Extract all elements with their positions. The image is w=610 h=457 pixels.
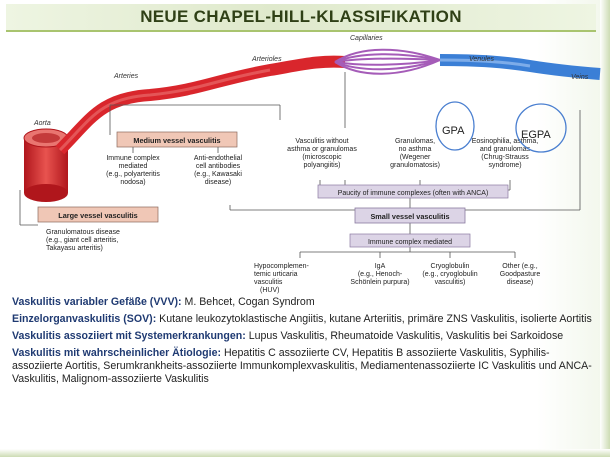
- svg-text:Immune complex: Immune complex: [106, 155, 160, 162]
- svg-text:temic urticaria: temic urticaria: [254, 271, 298, 278]
- note-sov: Einzelorganvaskulitis (SOV): Kutane leuk…: [12, 313, 592, 325]
- notes-list: Vaskulitis variabler Gefäße (VVV): M. Be…: [12, 296, 592, 390]
- svg-text:(HUV): (HUV): [260, 287, 279, 294]
- immune-item-cryoglobulin: Cryoglobulin (e.g., cryoglobulin vasculi…: [422, 263, 477, 286]
- immune-complex-box: [349, 233, 471, 248]
- paucity-label: Paucity of immune complexes (often with …: [338, 190, 489, 197]
- svg-text:vasculitis): vasculitis): [435, 279, 466, 286]
- small-vessel-box: [354, 207, 466, 224]
- aorta-label: Aorta: [33, 120, 51, 127]
- svg-text:no asthma: no asthma: [399, 146, 432, 153]
- svg-text:(e.g., cryoglobulin: (e.g., cryoglobulin: [422, 271, 477, 278]
- large-vessel-bracket: [19, 190, 38, 226]
- svg-text:Hypocomplemen-: Hypocomplemen-: [254, 263, 310, 270]
- medium-connectors: [132, 147, 219, 153]
- svg-text:(Wegener: (Wegener: [400, 154, 431, 161]
- slide-edge-decoration-bottom: [0, 449, 610, 457]
- medium-vessel-box: [116, 131, 238, 148]
- medium-item-immune: Immune complex mediated (e.g., polyarter…: [106, 155, 160, 186]
- anca-item-mpa: Vasculitis without asthma or granulomas …: [287, 138, 357, 169]
- svg-text:(e.g., polyarteritis: (e.g., polyarteritis: [106, 171, 160, 178]
- medium-vessel-label: Medium vessel vasculitis: [133, 136, 220, 145]
- svg-text:Eosinophilia, asthma,: Eosinophilia, asthma,: [472, 138, 539, 145]
- classification-diagram: Capillaries Arterioles Venules Arteries …: [19, 35, 601, 294]
- anca-item-egpa: Eosinophilia, asthma, and granulomas (Ch…: [472, 138, 539, 169]
- medium-vessel-group: [109, 104, 281, 135]
- svg-text:Takayasu arteritis): Takayasu arteritis): [46, 245, 103, 252]
- svg-text:Vasculitis without: Vasculitis without: [295, 138, 348, 145]
- large-vessel-label: Large vessel vasculitis: [58, 211, 138, 220]
- svg-text:cell antibodies: cell antibodies: [196, 163, 241, 170]
- arteries-label: Arteries: [113, 73, 139, 80]
- medium-item-endothelial: Anti-endothelial cell antibodies (e.g., …: [194, 155, 243, 186]
- veins-label: Veins: [571, 74, 589, 81]
- svg-text:Goodpasture: Goodpasture: [500, 271, 541, 278]
- svg-text:(e.g., giant cell arteritis,: (e.g., giant cell arteritis,: [46, 237, 118, 244]
- aorta-shape: [23, 128, 69, 202]
- vein-highlight: [439, 58, 531, 68]
- svg-text:Granulomas,: Granulomas,: [395, 138, 435, 145]
- note-vvv: Vaskulitis variabler Gefäße (VVV): M. Be…: [12, 296, 315, 308]
- svg-text:(e.g., Kawasaki: (e.g., Kawasaki: [194, 171, 242, 178]
- slide-edge-decoration: [600, 0, 610, 457]
- large-items: Granulomatous disease (e.g., giant cell …: [46, 229, 120, 252]
- svg-text:Anti-endothelial: Anti-endothelial: [194, 155, 243, 162]
- large-vessel-box: [37, 206, 159, 223]
- venules-label: Venules: [469, 56, 495, 63]
- slide-title: NEUE CHAPEL-HILL-KLASSIFIKATION: [140, 7, 462, 26]
- egpa-annotation: EGPA: [521, 129, 551, 141]
- svg-text:IgA: IgA: [375, 263, 386, 270]
- anca-item-gpa: Granulomas, no asthma (Wegener granuloma…: [390, 138, 440, 169]
- immune-item-other: Other (e.g., Goodpasture disease): [500, 263, 541, 286]
- svg-text:Cryoglobulin: Cryoglobulin: [431, 263, 470, 270]
- gpa-circle: [435, 101, 475, 151]
- svg-text:vasculitis: vasculitis: [254, 279, 283, 286]
- svg-text:disease): disease): [507, 279, 533, 286]
- vein-vessel: [439, 54, 601, 80]
- note-etiology: Vaskulitis mit wahrscheinlicher Ätiologi…: [12, 347, 592, 385]
- svg-text:mediated: mediated: [119, 163, 148, 170]
- artery-highlight: [58, 68, 271, 152]
- svg-text:syndrome): syndrome): [488, 162, 521, 169]
- svg-text:Schönlein purpura): Schönlein purpura): [350, 279, 409, 286]
- small-vessel-label: Small vessel vasculitis: [370, 212, 449, 221]
- title-bar: NEUE CHAPEL-HILL-KLASSIFIKATION: [6, 4, 596, 32]
- svg-text:polyangiitis): polyangiitis): [304, 162, 341, 169]
- capillaries-label: Capillaries: [350, 35, 383, 42]
- svg-text:(e.g., Henoch-: (e.g., Henoch-: [358, 271, 403, 278]
- svg-text:nodosa): nodosa): [120, 179, 145, 186]
- svg-text:asthma or granulomas: asthma or granulomas: [287, 146, 357, 153]
- gpa-annotation: GPA: [442, 125, 465, 137]
- immune-item-iga: IgA (e.g., Henoch- Schönlein purpura): [350, 263, 409, 286]
- svg-text:Granulomatous disease: Granulomatous disease: [46, 229, 120, 236]
- egpa-circle: [515, 103, 567, 153]
- svg-text:(Chrug-Strauss: (Chrug-Strauss: [481, 154, 529, 161]
- note-systemic: Vaskulitis assoziiert mit Systemerkranku…: [12, 330, 564, 342]
- svg-text:disease): disease): [205, 179, 231, 186]
- immune-item-huv: Hypocomplemen- temic urticaria vasculiti…: [254, 263, 310, 294]
- svg-text:(microscopic: (microscopic: [302, 154, 342, 161]
- capillary-bundle: [334, 48, 441, 75]
- svg-text:and granulomas: and granulomas: [480, 146, 531, 153]
- svg-text:granulomatosis): granulomatosis): [390, 162, 440, 169]
- immune-complex-label: Immune complex mediated: [368, 239, 452, 246]
- paucity-box: [317, 184, 509, 199]
- svg-text:Other (e.g.,: Other (e.g.,: [502, 263, 537, 270]
- arterioles-label: Arterioles: [251, 56, 282, 63]
